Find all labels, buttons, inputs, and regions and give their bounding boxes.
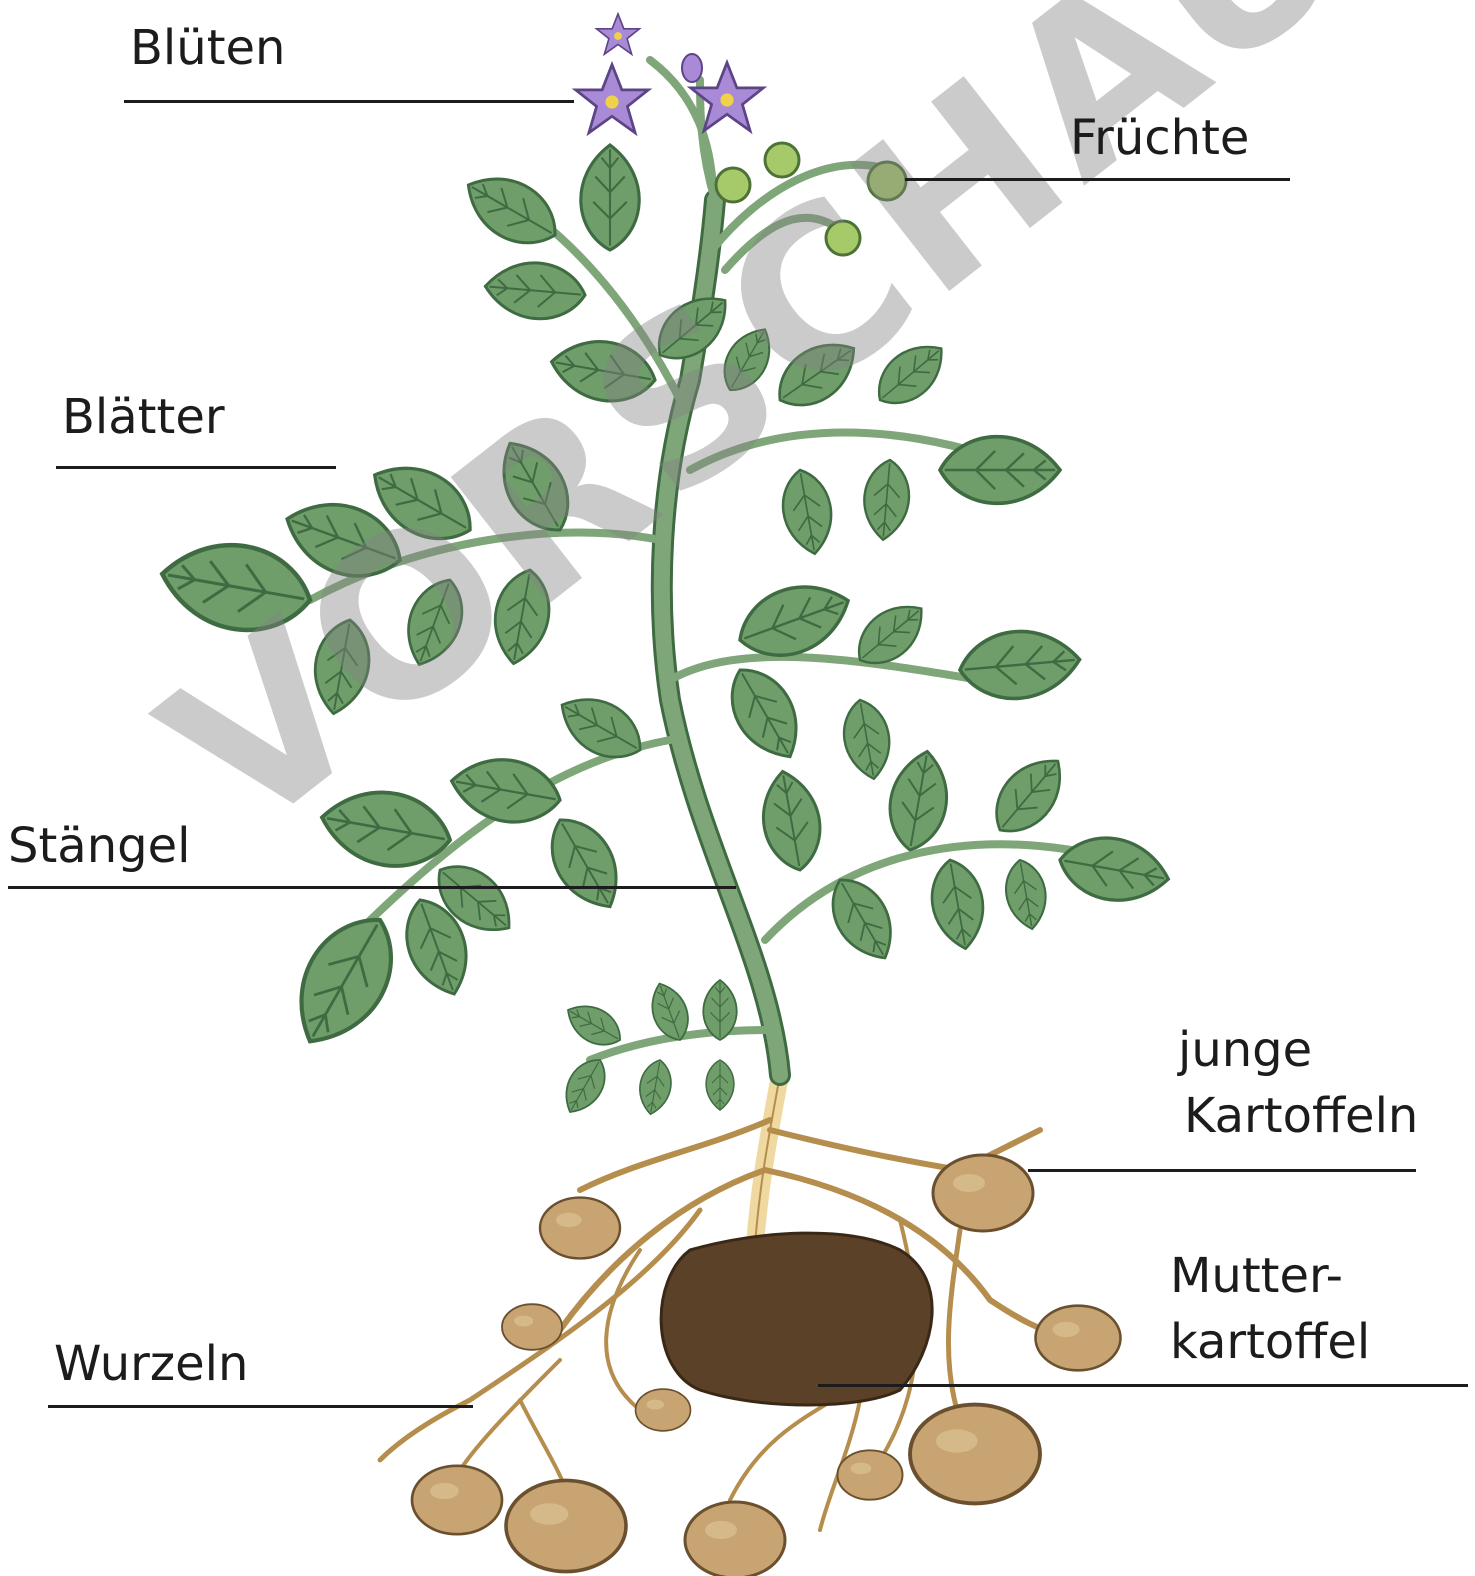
label-mutterkartoffel: Mutter- kartoffel [1170, 1243, 1370, 1375]
label-stangel: Stängel [8, 822, 190, 870]
label-wurzeln: Wurzeln [54, 1340, 248, 1388]
label-bluten: Blüten [130, 24, 285, 72]
label-junge-kartoffeln: junge Kartoffeln [1178, 1017, 1418, 1149]
label-mutter-line2: kartoffel [1170, 1309, 1370, 1375]
label-blatter: Blätter [62, 393, 225, 441]
label-junge-line1: junge [1178, 1017, 1418, 1083]
line-junge-kartoffeln [1028, 1169, 1416, 1172]
label-fruchte: Früchte [1070, 114, 1249, 162]
line-blatter [56, 466, 336, 469]
label-junge-line2: Kartoffeln [1178, 1083, 1418, 1149]
line-bluten [124, 100, 574, 103]
line-wurzeln [48, 1405, 473, 1408]
line-stangel [8, 886, 736, 889]
fruits [716, 143, 906, 255]
label-mutter-line1: Mutter- [1170, 1243, 1370, 1309]
mother-tuber [661, 1233, 932, 1405]
line-mutterkartoffel [818, 1384, 1468, 1387]
line-fruchte [905, 178, 1290, 181]
